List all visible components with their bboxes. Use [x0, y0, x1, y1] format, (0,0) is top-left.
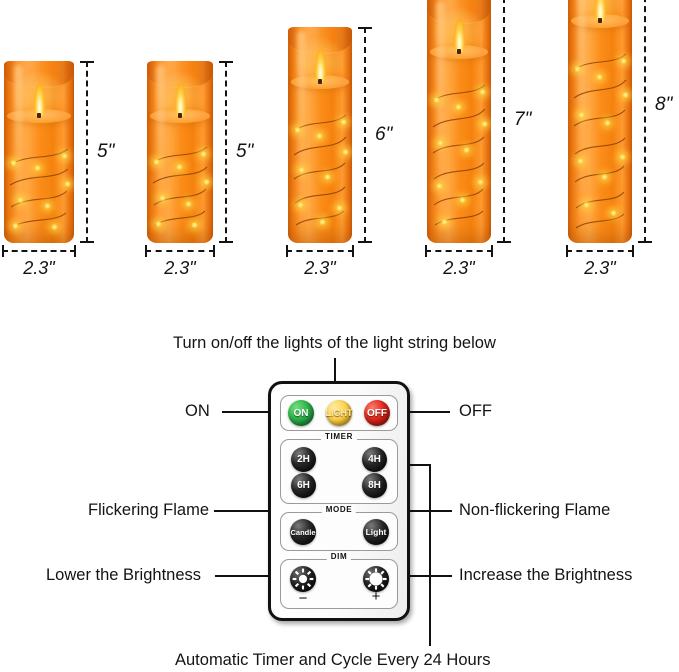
callout-leader-on	[222, 411, 268, 413]
callout-leader-nonflicker	[404, 510, 452, 512]
candle-diameter-label: 2.3"	[584, 258, 616, 278]
candle-diameter-label: 2.3"	[164, 258, 196, 278]
led-wire	[288, 27, 352, 243]
sun-dim-icon	[291, 567, 315, 591]
candle-size-chart: 5" 2.3"	[0, 0, 679, 285]
led-wire	[4, 61, 74, 243]
remote-control: ON LIGHT OFF TIMER 2H 4H 6H 8H MODE Cand…	[268, 381, 410, 621]
mode-panel: MODE Candle Light	[280, 505, 398, 551]
candle-height-dimension: 5"	[219, 61, 279, 243]
candle-illustration	[568, 0, 632, 243]
callout-leader-increase	[404, 575, 452, 577]
candle-diameter-label: 2.3"	[304, 258, 336, 278]
mode-panel-title: MODE	[321, 505, 357, 514]
dim-minus-sign: −	[298, 590, 308, 607]
button-timer-2h[interactable]: 2H	[291, 447, 316, 472]
candle-height-dimension: 7"	[497, 0, 557, 243]
candle-diameter-label: 2.3"	[23, 258, 55, 278]
candle-height-dimension: 6"	[358, 27, 418, 243]
button-mode-candle[interactable]: Candle	[290, 519, 316, 545]
candle-height-label: 7"	[514, 109, 532, 130]
candle-diameter-dimension: 2.3"	[425, 245, 493, 278]
candle-item: 5" 2.3"	[0, 0, 135, 285]
candle-flame	[595, 0, 606, 22]
button-timer-6h[interactable]: 6H	[291, 473, 316, 498]
button-dim-up[interactable]	[363, 566, 389, 592]
candle-diameter-dimension: 2.3"	[566, 245, 634, 278]
candle-diameter-dimension: 2.3"	[286, 245, 354, 278]
candle-diameter-label: 2.3"	[443, 258, 475, 278]
candle-flame	[34, 83, 45, 117]
callout-leader-bottom	[429, 464, 431, 646]
power-row-panel: ON LIGHT OFF	[280, 395, 398, 431]
callout-top: Turn on/off the lights of the light stri…	[173, 334, 496, 352]
callout-leader-timer-stub	[406, 464, 431, 466]
candle-item: 5" 2.3"	[143, 0, 278, 285]
candle-illustration	[4, 61, 74, 243]
callout-leader-flicker	[214, 510, 268, 512]
dim-plus-sign: +	[371, 588, 381, 605]
candle-illustration	[147, 61, 213, 243]
candle-illustration	[427, 0, 491, 243]
candle-diameter-dimension: 2.3"	[145, 245, 215, 278]
led-wire	[147, 61, 213, 243]
dim-panel-title: DIM	[326, 552, 352, 561]
led-wire	[568, 0, 632, 243]
button-dim-down[interactable]	[290, 566, 316, 592]
candle-height-dimension: 5"	[80, 61, 140, 243]
candle-illustration	[288, 27, 352, 243]
callout-increase-brightness: Increase the Brightness	[459, 566, 633, 584]
sun-bright-icon	[364, 567, 388, 591]
button-mode-light[interactable]: Light	[363, 519, 389, 545]
callout-off: OFF	[459, 402, 492, 420]
candle-height-label: 5"	[236, 141, 254, 162]
led-wire	[427, 0, 491, 243]
candle-flame	[315, 49, 326, 83]
candle-height-label: 5"	[97, 141, 115, 162]
dim-panel: DIM	[280, 552, 398, 609]
timer-panel: TIMER 2H 4H 6H 8H	[280, 432, 398, 504]
button-on[interactable]: ON	[288, 400, 314, 426]
candle-item: 6" 2.3"	[286, 0, 421, 285]
candle-flame	[454, 19, 465, 53]
button-light[interactable]: LIGHT	[326, 400, 353, 426]
callout-leader-lower	[215, 575, 268, 577]
callout-lower-brightness: Lower the Brightness	[46, 566, 202, 584]
button-off[interactable]: OFF	[364, 400, 390, 426]
callout-flickering-flame: Flickering Flame	[88, 501, 210, 519]
button-timer-8h[interactable]: 8H	[362, 473, 387, 498]
candle-flame	[175, 83, 186, 117]
callout-bottom: Automatic Timer and Cycle Every 24 Hours	[175, 651, 491, 669]
candle-item: 8" 2.3"	[566, 0, 679, 285]
candle-diameter-dimension: 2.3"	[2, 245, 76, 278]
callout-on: ON	[185, 402, 210, 420]
candle-height-label: 6"	[375, 124, 393, 145]
candle-height-dimension: 8"	[638, 0, 679, 243]
button-timer-4h[interactable]: 4H	[362, 447, 387, 472]
candle-item: 7" 2.3"	[425, 0, 560, 285]
callout-leader-off	[404, 411, 450, 413]
callout-non-flickering-flame: Non-flickering Flame	[459, 501, 611, 519]
timer-panel-title: TIMER	[321, 432, 357, 441]
candle-height-label: 8"	[655, 93, 673, 115]
